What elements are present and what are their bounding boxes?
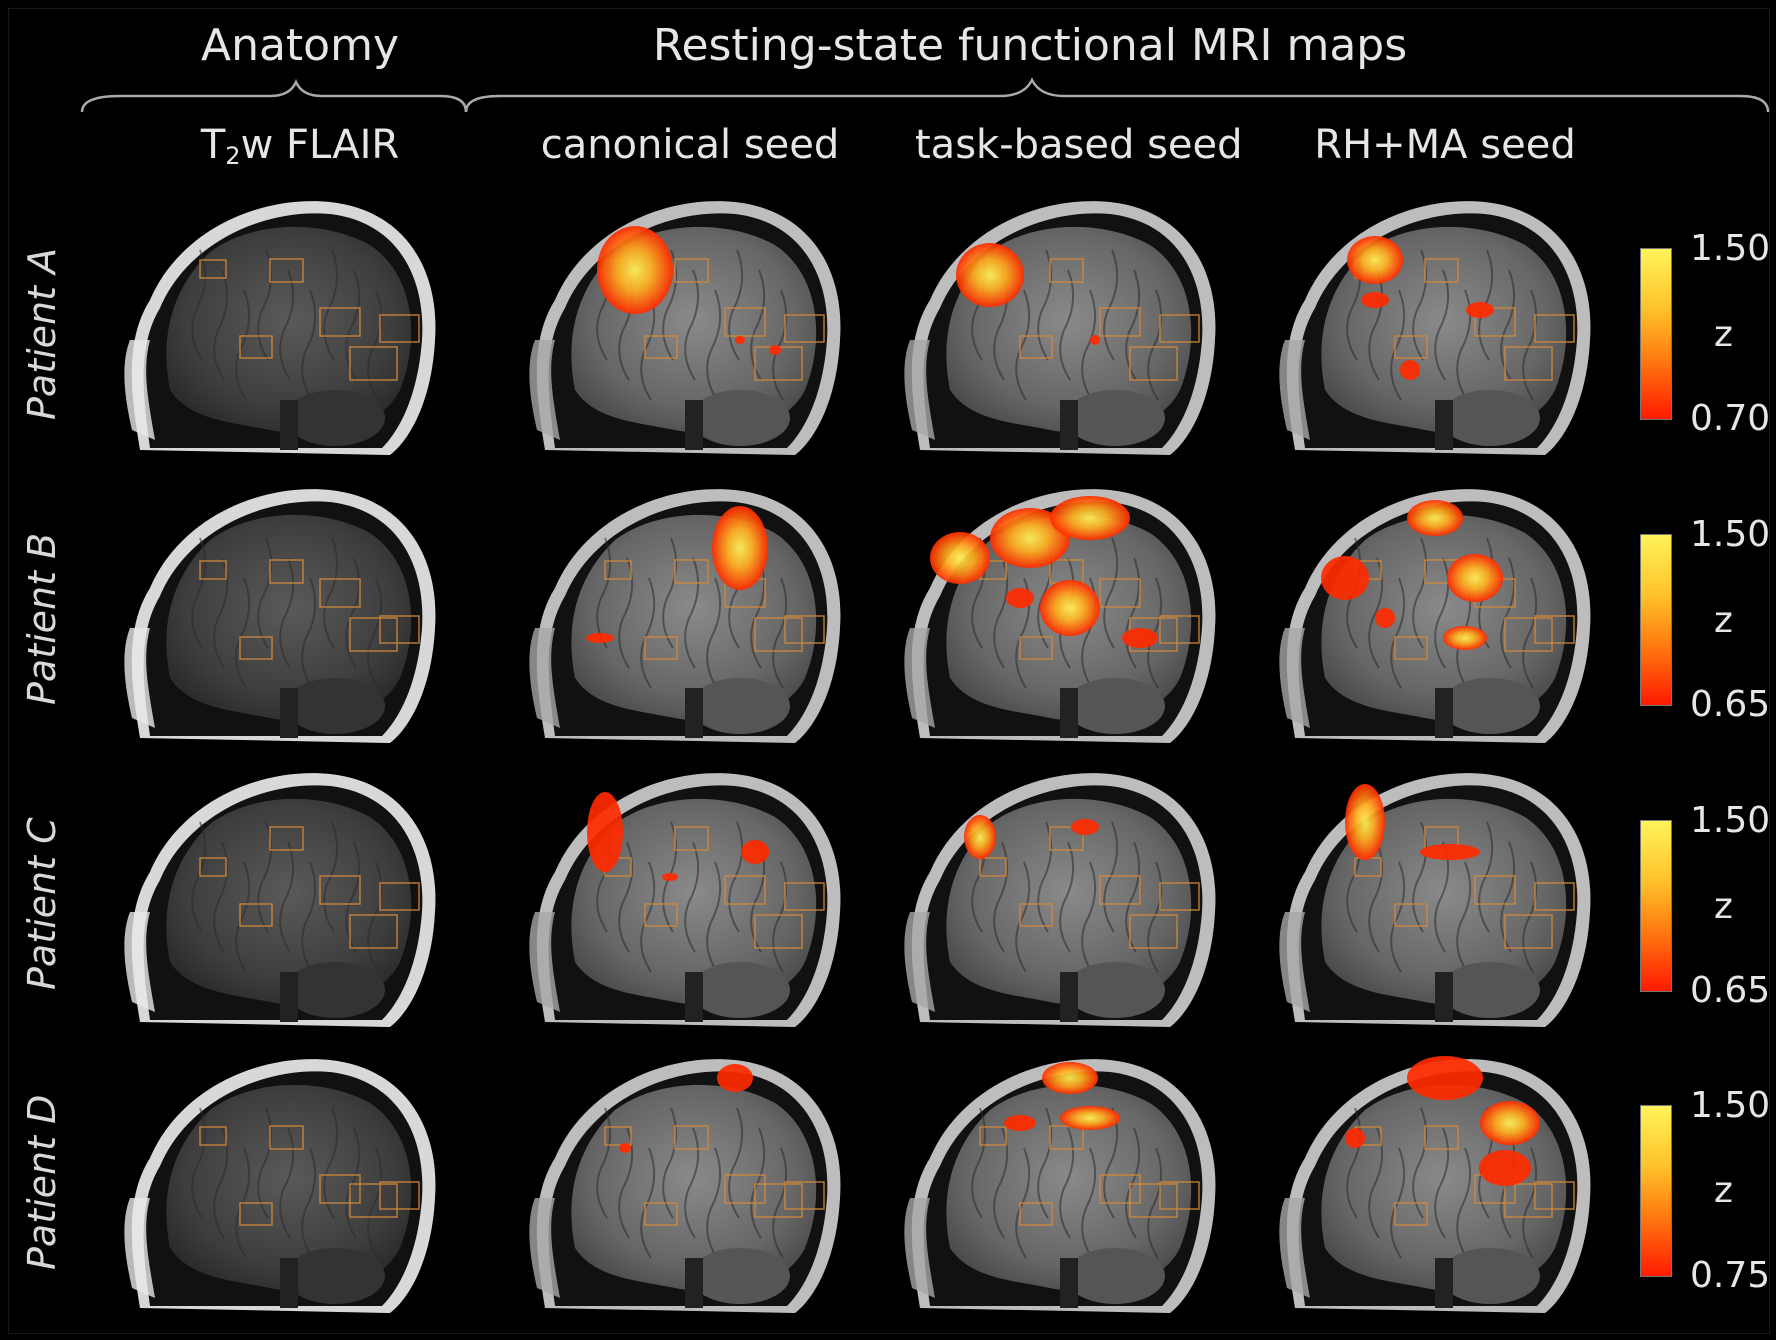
brain-slice-row3-col2 bbox=[529, 773, 841, 1027]
rsfmri-brace bbox=[464, 77, 1770, 113]
column-canonical-seed: canonical seed bbox=[540, 122, 840, 168]
colorbar-min-label: 0.70 bbox=[1690, 398, 1771, 439]
brain-slice-row1-col1 bbox=[124, 201, 436, 455]
colorbar-max-label: 1.50 bbox=[1690, 800, 1771, 841]
brain-slice-row2-col1 bbox=[124, 489, 436, 743]
row-label-patient-d: Patient D bbox=[20, 1094, 64, 1270]
row-label-patient-a: Patient A bbox=[20, 247, 64, 420]
column-t2w-flair: T2w FLAIR bbox=[200, 122, 400, 170]
brain-slice-row3-col3 bbox=[904, 773, 1216, 1027]
colorbar-gradient bbox=[1640, 534, 1672, 706]
row-label-patient-c: Patient C bbox=[20, 817, 64, 990]
colorbar-gradient bbox=[1640, 1105, 1672, 1277]
header-anatomy: Anatomy bbox=[200, 20, 400, 71]
brain-slice-row2-col3 bbox=[904, 489, 1216, 743]
colorbar-min-label: 0.65 bbox=[1690, 970, 1771, 1011]
colorbar-gradient bbox=[1640, 248, 1672, 420]
brain-slice-row4-col4 bbox=[1279, 1056, 1591, 1313]
colorbar-gradient bbox=[1640, 820, 1672, 992]
colorbar-max-label: 1.50 bbox=[1690, 228, 1771, 269]
brain-slice-row1-col4 bbox=[1279, 201, 1591, 455]
colorbar-max-label: 1.50 bbox=[1690, 514, 1771, 555]
brain-slice-row3-col1 bbox=[124, 773, 436, 1027]
brain-slice-row3-col4 bbox=[1279, 773, 1591, 1027]
header-braces bbox=[80, 77, 1770, 113]
colorbar-max-label: 1.50 bbox=[1690, 1085, 1771, 1126]
brain-slice-row4-col1 bbox=[124, 1059, 436, 1313]
colorbar-min-label: 0.65 bbox=[1690, 684, 1771, 725]
anatomy-brace bbox=[80, 78, 468, 113]
colorbar-mid-label: z bbox=[1714, 886, 1733, 927]
row-label-patient-b: Patient B bbox=[20, 532, 64, 705]
brain-slice-row2-col2 bbox=[529, 489, 841, 743]
brain-slice-row1-col3 bbox=[904, 201, 1216, 455]
colorbar-mid-label: z bbox=[1714, 314, 1733, 355]
brain-slice-row1-col2 bbox=[529, 201, 841, 455]
brain-slice-row2-col4 bbox=[1279, 489, 1591, 743]
column-rhma-seed: RH+MA seed bbox=[1314, 122, 1576, 168]
colorbar-mid-label: z bbox=[1714, 600, 1733, 641]
brain-slice-row4-col3 bbox=[904, 1059, 1216, 1313]
colorbar-min-label: 0.75 bbox=[1690, 1255, 1771, 1296]
column-task-based-seed: task-based seed bbox=[915, 122, 1243, 168]
header-rsfmri: Resting-state functional MRI maps bbox=[652, 20, 1408, 71]
colorbar-mid-label: z bbox=[1714, 1170, 1733, 1211]
brain-slice-row4-col2 bbox=[529, 1059, 841, 1313]
